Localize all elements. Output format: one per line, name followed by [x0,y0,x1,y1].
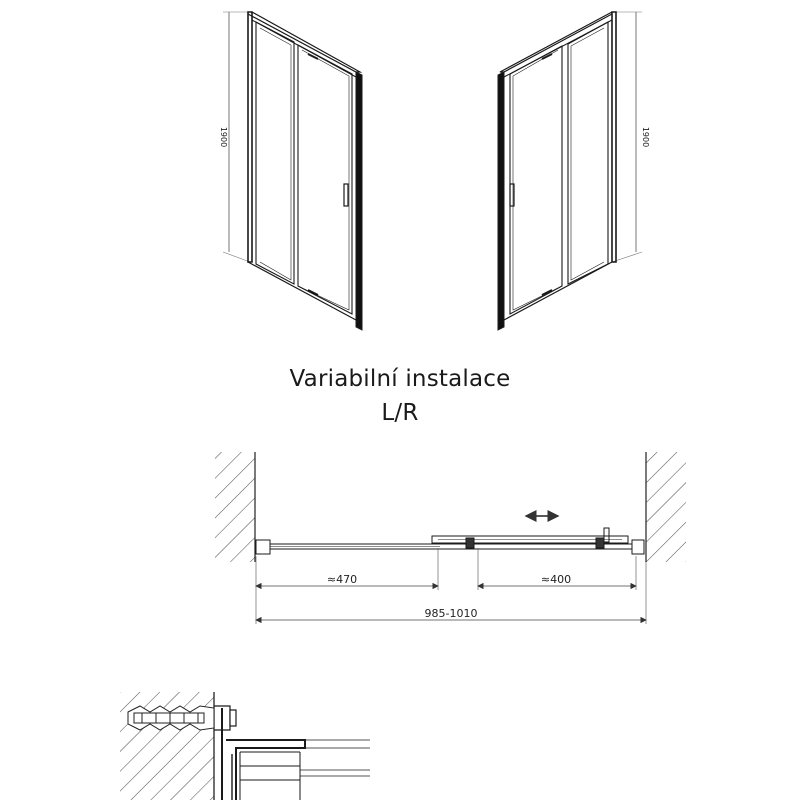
opening-dimension: ≈400 [541,573,571,586]
fixed-panel-dimension: ≈470 [327,573,357,586]
left-height-label: 1900 [219,127,228,147]
caption-line-1: Variabilní instalace [289,366,511,392]
total-width-dimension: 985-1010 [425,607,478,620]
right-perspective-view [497,11,643,331]
caption-line-2: L/R [381,400,419,426]
right-height-label: 1900 [641,127,650,147]
right-wall [646,452,686,562]
left-perspective-view [222,11,363,331]
left-wall [215,452,255,562]
door-handle-icon [509,183,515,207]
door-handle-icon [343,183,349,207]
wall-profile-detail [120,692,370,800]
plan-view [215,452,686,624]
